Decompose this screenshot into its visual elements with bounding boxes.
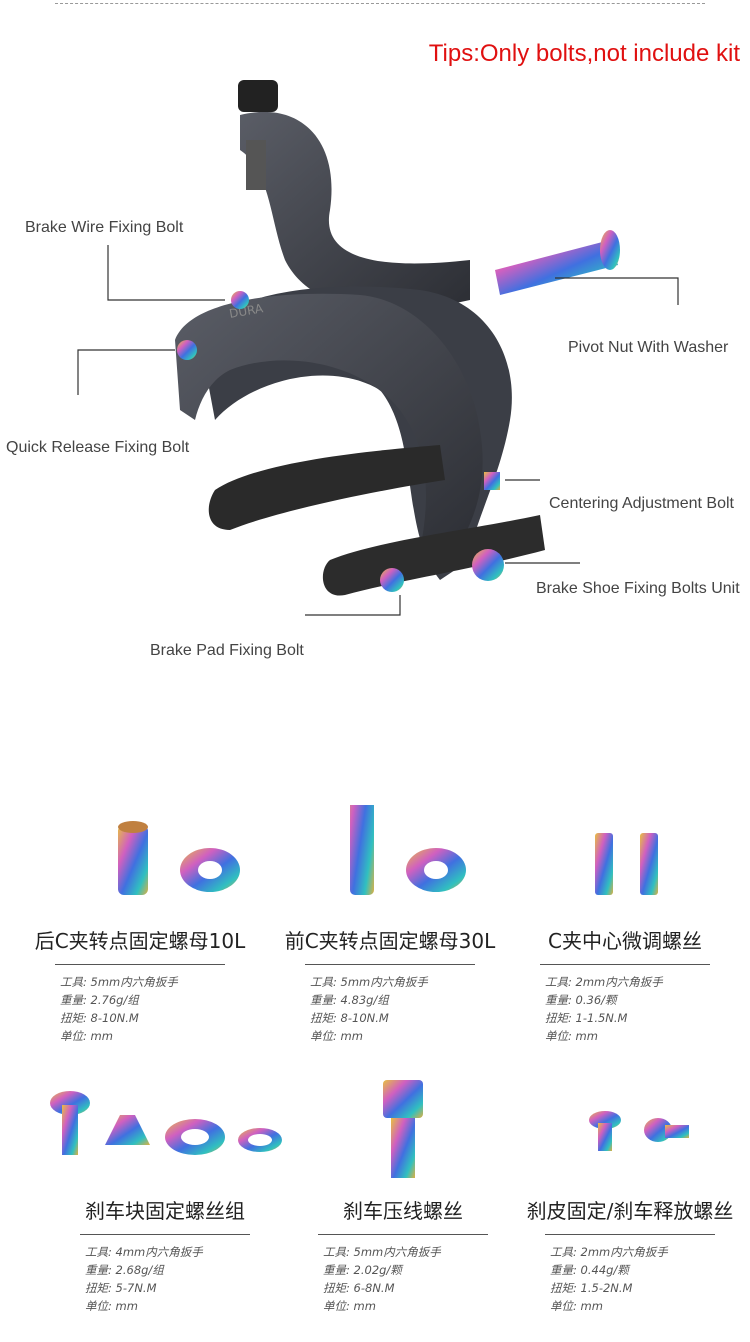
label-pad-fixing: Brake Pad Fixing Bolt	[150, 642, 304, 659]
brake-pad-bolt	[380, 568, 404, 592]
spec-tool: 工具: 2mm内六角扳手	[550, 1245, 668, 1259]
spec-unit: 单位: mm	[85, 1299, 138, 1313]
brake-shoe-front	[322, 515, 545, 596]
spec-torque: 扭矩: 6-8N.M	[323, 1281, 395, 1295]
pivot-head	[600, 230, 620, 270]
spec-unit: 单位: mm	[310, 1029, 363, 1043]
pad-release-screw-image	[589, 1111, 689, 1151]
spec-weight: 重量: 0.36/颗	[545, 993, 617, 1007]
quick-release-bolt	[177, 340, 197, 360]
label-brake-wire: Brake Wire Fixing Bolt	[25, 219, 184, 236]
product-title: 前C夹转点固定螺母30L	[284, 929, 496, 953]
caliper-top-arm	[240, 111, 470, 310]
product-title: 刹车压线螺丝	[343, 1199, 463, 1223]
product-title: 刹车块固定螺丝组	[85, 1199, 245, 1223]
spec-unit: 单位: mm	[60, 1029, 113, 1043]
spec-weight: 重量: 2.68g/组	[85, 1263, 164, 1277]
spec-torque: 扭矩: 1.5-2N.M	[550, 1281, 633, 1295]
label-shoe-fixing: Brake Shoe Fixing Bolts Unit	[536, 580, 740, 597]
top-nut	[238, 80, 278, 112]
rear-pivot-nut-image	[118, 821, 240, 895]
spec-weight: 重量: 2.02g/颗	[323, 1263, 402, 1277]
spec-torque: 扭矩: 8-10N.M	[60, 1011, 139, 1025]
pivot-bolt	[495, 240, 618, 295]
product-card: 刹皮固定/刹车释放螺丝 工具: 2mm内六角扳手 重量: 0.44g/颗 扭矩:…	[510, 1075, 750, 1315]
product-title: 后C夹转点固定螺母10L	[34, 929, 246, 953]
spec-tool: 工具: 5mm内六角扳手	[60, 975, 178, 989]
brake-shoe-bolt-set-image	[50, 1091, 282, 1155]
spec-torque: 扭矩: 8-10N.M	[310, 1011, 389, 1025]
spec-torque: 扭矩: 5-7N.M	[85, 1281, 157, 1295]
brake-shoe-bolt	[472, 549, 504, 581]
spec-weight: 重量: 2.76g/组	[60, 993, 139, 1007]
product-card: 前C夹转点固定螺母30L 工具: 5mm内六角扳手 重量: 4.83g/组 扭矩…	[270, 735, 510, 1045]
centering-bolt	[484, 472, 500, 490]
product-title: 刹皮固定/刹车释放螺丝	[526, 1199, 734, 1223]
product-card: 后C夹转点固定螺母10L 工具: 5mm内六角扳手 重量: 2.76g/组 扭矩…	[20, 805, 260, 1045]
spec-tool: 工具: 5mm内六角扳手	[323, 1245, 441, 1259]
top-thread	[246, 140, 266, 190]
spec-weight: 重量: 4.83g/组	[310, 993, 389, 1007]
spec-torque: 扭矩: 1-1.5N.M	[545, 1011, 628, 1025]
spec-unit: 单位: mm	[545, 1029, 598, 1043]
product-card: 刹车块固定螺丝组 工具: 4mm内六角扳手 重量: 2.68g/组 扭矩: 5-…	[45, 1075, 285, 1315]
spec-weight: 重量: 0.44g/颗	[550, 1263, 629, 1277]
product-card: C夹中心微调螺丝 工具: 2mm内六角扳手 重量: 0.36/颗 扭矩: 1-1…	[505, 805, 745, 1045]
spec-unit: 单位: mm	[323, 1299, 376, 1313]
tips-text: Tips:Only bolts,not include kit	[428, 40, 740, 67]
product-title: C夹中心微调螺丝	[548, 929, 702, 953]
label-quick-release: Quick Release Fixing Bolt	[6, 439, 190, 456]
spec-tool: 工具: 5mm内六角扳手	[310, 975, 428, 989]
front-pivot-nut-image	[350, 735, 466, 895]
brake-caliper-diagram: DURA	[77, 80, 679, 616]
spec-tool: 工具: 4mm内六角扳手	[85, 1245, 203, 1259]
centering-screw-image	[595, 833, 658, 895]
caliper-front-arm	[175, 293, 483, 560]
brake-shoe-rear	[208, 445, 445, 530]
wire-fixing-bolt-image	[383, 1080, 423, 1178]
label-centering: Centering Adjustment Bolt	[549, 495, 734, 512]
product-card: 刹车压线螺丝 工具: 5mm内六角扳手 重量: 2.02g/颗 扭矩: 6-8N…	[283, 1075, 523, 1315]
top-divider	[55, 3, 705, 4]
label-pivot-nut: Pivot Nut With Washer	[568, 339, 729, 356]
brake-wire-bolt	[231, 291, 249, 309]
spec-unit: 单位: mm	[550, 1299, 603, 1313]
leader-lines	[77, 245, 679, 616]
spec-tool: 工具: 2mm内六角扳手	[545, 975, 663, 989]
